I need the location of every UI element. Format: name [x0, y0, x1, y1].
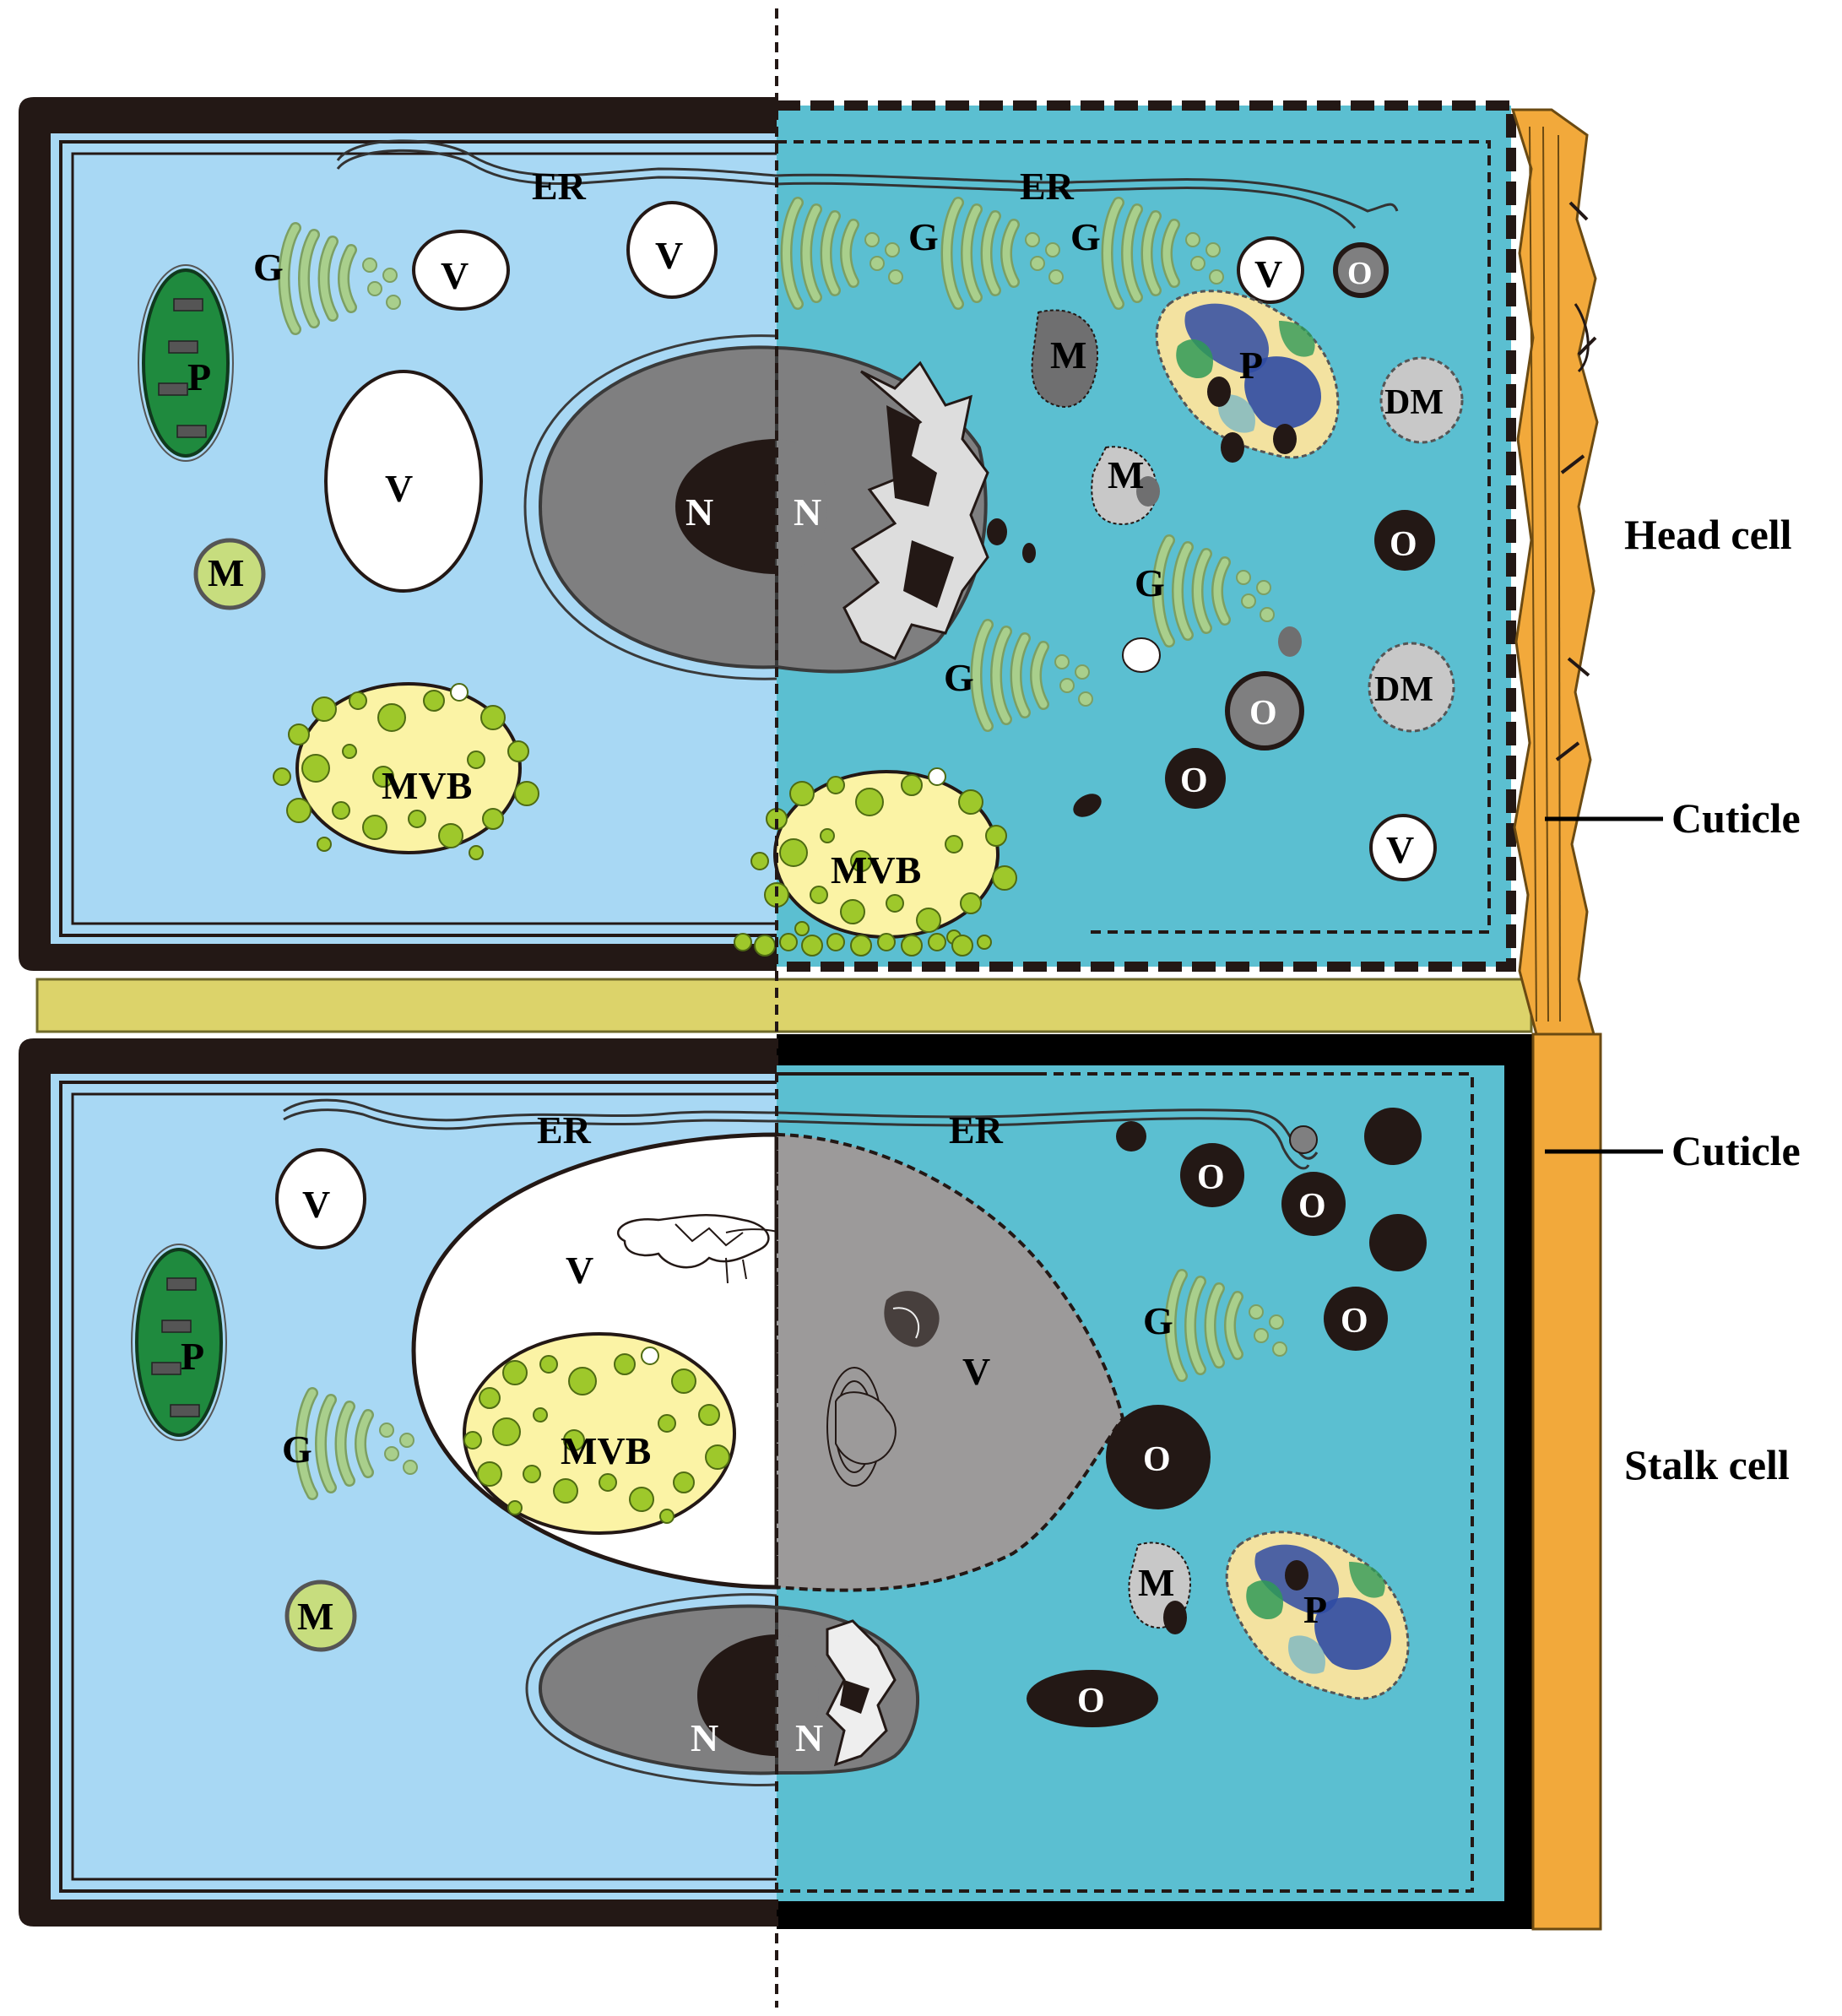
head-right-osmiophilic-2	[1374, 510, 1435, 571]
head-right-er	[776, 173, 1399, 213]
stalk-right-osmiophilic-2	[1281, 1172, 1346, 1236]
label-o-stalk-right-3: O	[1341, 1302, 1368, 1341]
label-g-head-right-1: G	[908, 215, 939, 258]
label-v-head-right-2: V	[1386, 828, 1414, 871]
label-g-stalk-right: G	[1143, 1299, 1173, 1342]
cell-junction	[35, 978, 1533, 1033]
label-mvb-stalk: MVB	[561, 1429, 651, 1472]
label-n-head-right: N	[794, 490, 821, 534]
label-o-head-right-4: O	[1180, 761, 1208, 800]
label-mvb-head-left: MVB	[382, 764, 472, 807]
head-right-osmiophilic-3	[1225, 671, 1304, 751]
label-m-head-right-1: M	[1050, 333, 1086, 377]
label-m-head-right-2: M	[1108, 453, 1144, 496]
head-cuticle	[1510, 108, 1599, 1036]
head-right-degenerated-mito-1	[1379, 356, 1464, 444]
label-cuticle-top: Cuticle	[1671, 794, 1801, 842]
head-nucleolus-left	[675, 439, 777, 574]
label-o-head-right-2: O	[1390, 525, 1417, 564]
stalk-cuticle	[1531, 1032, 1602, 1931]
label-p-stalk-right: P	[1303, 1588, 1327, 1631]
head-left-vacuole-1	[412, 230, 510, 311]
label-o-head-right-1: O	[1347, 256, 1373, 291]
label-v-stalk-central: V	[566, 1249, 593, 1292]
label-o-head-right-3: O	[1249, 694, 1277, 733]
label-v-head-right-1: V	[1254, 252, 1282, 295]
label-v-head-3: V	[385, 467, 413, 510]
label-er-stalk-right: ER	[949, 1108, 1004, 1152]
head-left-mvb	[295, 682, 522, 854]
head-left-plastid	[137, 263, 235, 463]
head-vesicle-row	[734, 933, 992, 957]
label-g-head-right-5: G	[944, 656, 974, 699]
head-right-mito-2	[1091, 446, 1158, 525]
head-nucleolus-right	[777, 439, 827, 574]
head-right-mito-1	[1031, 309, 1099, 408]
label-g-head-right-4: G	[1135, 561, 1165, 604]
label-v-stalk-right: V	[962, 1350, 990, 1393]
label-mvb-head-mid: MVB	[831, 848, 921, 891]
label-n-head-left: N	[685, 490, 713, 534]
head-left-vacuole-2	[626, 201, 718, 299]
stalk-right-osmiophilic-3	[1324, 1287, 1388, 1351]
label-stalk-cell: Stalk cell	[1624, 1441, 1790, 1488]
stalk-right-osmiophilic-oval	[1027, 1670, 1158, 1727]
label-dm-head-2: DM	[1374, 670, 1433, 709]
head-cell-wall-right	[777, 100, 1516, 972]
label-v-stalk-left: V	[302, 1183, 330, 1226]
label-m-stalk-right: M	[1138, 1561, 1174, 1604]
label-cuticle-bottom: Cuticle	[1671, 1127, 1801, 1174]
head-left-vacuole-3	[324, 370, 483, 593]
head-nucleus-left	[538, 345, 777, 669]
head-right-osmiophilic-1	[1333, 242, 1389, 298]
stalk-left-vacuole	[275, 1148, 366, 1249]
label-g-stalk-left: G	[282, 1428, 312, 1471]
stalk-right-osmiophilic-1	[1180, 1143, 1244, 1207]
label-p-head-left: P	[187, 355, 211, 398]
head-left-mitochondrion	[193, 538, 266, 610]
label-er-head-right: ER	[1020, 165, 1075, 208]
head-right-osmiophilic-4	[1165, 748, 1226, 809]
label-m-head-left: M	[208, 551, 244, 594]
label-o-stalk-right-1: O	[1197, 1158, 1225, 1197]
stalk-vacuole-debris-right	[826, 1291, 940, 1487]
head-right-vacuole-1	[1237, 236, 1304, 304]
label-er-stalk-left: ER	[537, 1108, 592, 1152]
label-g-head-right-2: G	[1070, 215, 1101, 258]
head-right-degenerated-mito-2	[1368, 642, 1455, 733]
label-g-head-left: G	[253, 246, 284, 289]
label-v-head-1: V	[441, 254, 469, 297]
head-right-small-vacuole	[1122, 637, 1161, 673]
stalk-left-er	[283, 1098, 777, 1122]
stalk-nucleolus-right	[777, 1634, 819, 1756]
head-right-vacuole-2	[1369, 814, 1437, 881]
stalk-left-plastid	[130, 1243, 228, 1442]
head-nucleus-chromatin	[842, 360, 989, 661]
stalk-nucleolus-left	[697, 1634, 777, 1756]
label-p-head-right: P	[1239, 344, 1263, 387]
label-head-cell: Head cell	[1624, 511, 1792, 558]
label-n-stalk-right: N	[795, 1716, 823, 1759]
stalk-central-vacuole-right	[775, 1132, 1125, 1592]
label-n-stalk-left: N	[691, 1716, 718, 1759]
label-m-stalk-left: M	[297, 1595, 333, 1638]
label-dm-head-1: DM	[1384, 383, 1444, 422]
stalk-left-mitochondrion	[284, 1580, 357, 1652]
label-er-head-left: ER	[532, 165, 587, 208]
label-v-head-2: V	[655, 234, 683, 277]
label-p-stalk-left: P	[181, 1335, 204, 1378]
label-o-stalk-right-oval: O	[1077, 1682, 1105, 1721]
label-o-stalk-right-large: O	[1143, 1440, 1171, 1479]
stalk-right-osmiophilic-large	[1106, 1405, 1211, 1509]
label-o-stalk-right-2: O	[1298, 1187, 1326, 1226]
head-left-er	[336, 139, 777, 177]
